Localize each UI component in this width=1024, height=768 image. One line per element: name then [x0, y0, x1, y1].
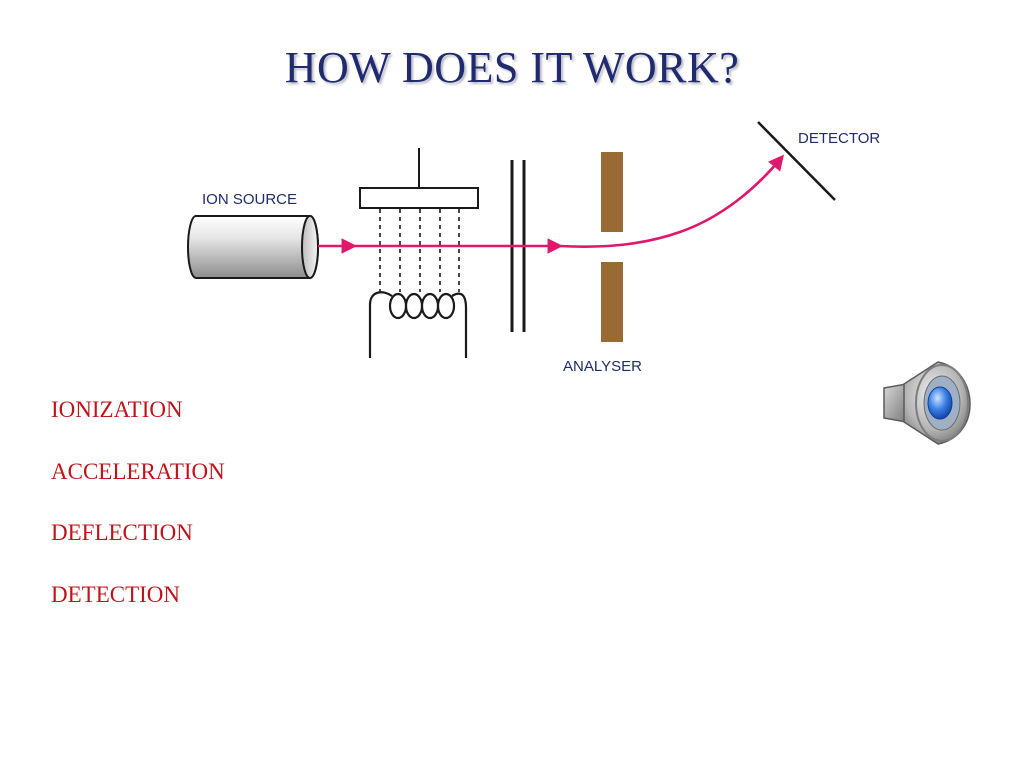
ion-source-label: ION SOURCE [202, 191, 297, 208]
step-ionization: IONIZATION [51, 397, 183, 422]
step-detection: DETECTION [51, 581, 181, 607]
step-deflection: DEFLECTION [51, 520, 193, 545]
step-acceleration: ACCELERATION [51, 458, 225, 484]
mass-spectrometer-diagram: ION SOURCE [187, 121, 880, 375]
electron-stream [379, 209, 460, 292]
ion-beam [318, 154, 784, 254]
analyser-label: ANALYSER [563, 358, 642, 375]
analyser-plates [601, 152, 623, 342]
detector-label: DETECTOR [798, 130, 880, 147]
heating-coil [368, 291, 468, 358]
slide-title: HOW DOES IT WORK? [284, 43, 740, 92]
detector-plate [757, 121, 836, 201]
ion-source-cylinder [187, 215, 319, 279]
process-steps: IONIZATION ACCELERATION DEFLECTION DETEC… [51, 393, 225, 639]
ionizer-plate [359, 148, 479, 209]
speaker-icon[interactable] [878, 356, 974, 448]
